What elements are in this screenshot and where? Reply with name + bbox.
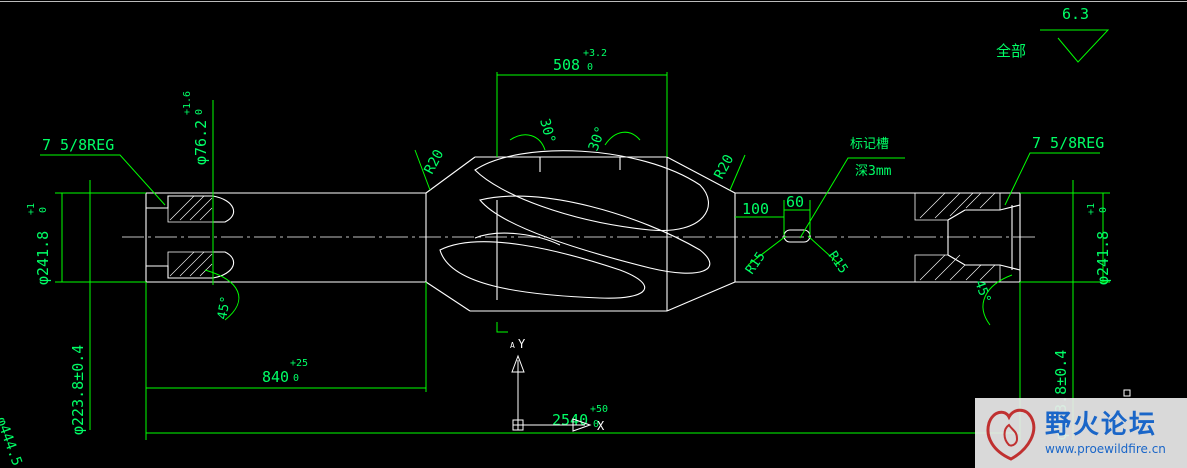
- svg-text:0: 0: [194, 109, 205, 115]
- svg-text:R20: R20: [711, 152, 737, 182]
- svg-text:φ76.2: φ76.2: [192, 120, 210, 165]
- svg-text:+50: +50: [590, 404, 608, 415]
- svg-text:0: 0: [38, 207, 49, 213]
- svg-text:φ241.8: φ241.8: [1094, 231, 1112, 285]
- svg-text:+1.6: +1.6: [182, 91, 193, 115]
- svg-text:45°: 45°: [215, 295, 234, 321]
- r15-right-label: R15: [825, 249, 851, 277]
- watermark-url: www.proewildfire.cn: [1045, 442, 1166, 456]
- angle-right-label: 30°: [586, 124, 610, 153]
- svg-text:0: 0: [293, 373, 299, 384]
- dia-bore-label: φ76.2 +1.6 0: [182, 91, 210, 165]
- svg-text:508: 508: [553, 56, 580, 74]
- svg-text:+1: +1: [1086, 203, 1097, 215]
- grip-square: [1123, 389, 1131, 397]
- flame-logo-icon: [986, 408, 1036, 461]
- bevel-left-label: 45°: [215, 295, 234, 321]
- section-hatch-right: [914, 192, 1001, 283]
- svg-text:+3.2: +3.2: [583, 48, 607, 59]
- svg-text:φ223.8±0.4: φ223.8±0.4: [69, 345, 87, 435]
- mark-groove-depth: 深3mm: [855, 164, 892, 179]
- svg-text:+1: +1: [26, 203, 37, 215]
- thread-label-left: 7 5/8REG: [42, 136, 114, 154]
- spiral-blades: [439, 150, 711, 311]
- svg-text:0: 0: [587, 62, 593, 73]
- watermark: 野火论坛 www.proewildfire.cn: [975, 398, 1187, 468]
- dim-100-label: 100: [742, 200, 769, 218]
- dia-444-label: φ444.5: [0, 415, 25, 468]
- view-a-label: A: [510, 341, 515, 350]
- radius-left-label: R20: [421, 147, 447, 177]
- len-blade-label: 508 +3.2 0: [553, 48, 607, 74]
- marking-groove: [783, 229, 811, 243]
- roughness-symbol: 6.3 全部: [996, 5, 1110, 63]
- watermark-title: 野火论坛: [1045, 410, 1158, 440]
- svg-text:φ241.8: φ241.8: [34, 231, 52, 285]
- ucs-axis-icon: Y X A: [510, 337, 605, 433]
- svg-text:840: 840: [262, 368, 289, 386]
- svg-text:0: 0: [593, 419, 599, 430]
- roughness-value: 6.3: [1062, 5, 1089, 23]
- svg-text:30°: 30°: [586, 124, 610, 153]
- dimension-lines: [40, 72, 1110, 440]
- axis-y-label: Y: [518, 337, 526, 351]
- radius-right-label: R20: [711, 152, 737, 182]
- svg-text:2540: 2540: [552, 411, 588, 429]
- dia-pin-left-label: φ241.8: [34, 231, 52, 285]
- thread-label-right: 7 5/8REG: [1032, 134, 1104, 152]
- svg-text:0: 0: [1098, 207, 1109, 213]
- dia-223-left-label: φ223.8±0.4: [69, 345, 87, 435]
- dim-60-label: 60: [786, 193, 804, 211]
- axis-x-label: X: [597, 419, 605, 433]
- dia-pin-left-tol: +1 0: [26, 203, 49, 215]
- svg-text:R15: R15: [743, 249, 769, 277]
- mark-groove-label: 标记槽: [850, 137, 889, 152]
- svg-text:+25: +25: [290, 358, 308, 369]
- r15-left-label: R15: [743, 249, 769, 277]
- angle-left-label: 30°: [536, 117, 558, 146]
- svg-text:R20: R20: [421, 147, 447, 177]
- svg-text:φ444.5: φ444.5: [0, 415, 25, 468]
- dia-pin-right-label: φ241.8: [1094, 231, 1112, 285]
- svg-text:R15: R15: [825, 249, 851, 277]
- roughness-note: 全部: [996, 42, 1026, 60]
- svg-text:30°: 30°: [536, 117, 558, 146]
- stabilizer-body: [145, 156, 1021, 312]
- len-840-label: 840 +25 0: [262, 358, 308, 386]
- dia-pin-right-tol: +1 0: [1086, 203, 1109, 215]
